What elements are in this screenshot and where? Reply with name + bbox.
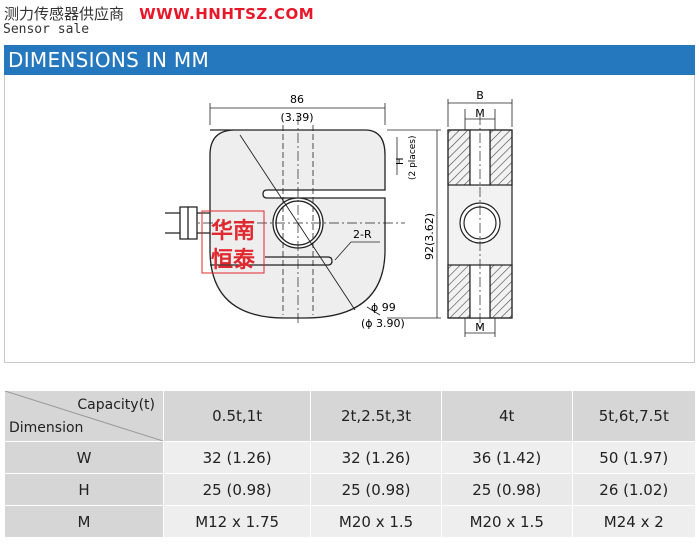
stamp-line-2: 恒泰 [211,247,256,273]
table-row: M M12 x 1.75 M20 x 1.5 M20 x 1.5 M24 x 2 [4,505,697,538]
front-view [165,103,441,325]
corner-diagonal [5,391,163,441]
table-cell: 32 (1.26) [310,441,442,474]
company-stamp: 华南 恒泰 [201,210,265,274]
table-cell: 32 (1.26) [162,441,312,474]
spec-table: Capacity(t) Dimension 0.5t,1t 2t,2.5t,3t… [4,390,697,538]
table-header-row: Capacity(t) Dimension 0.5t,1t 2t,2.5t,3t… [4,390,697,442]
section-banner: DIMENSIONS IN MM [4,45,695,75]
table-cell: M20 x 1.5 [310,505,442,538]
sensor-sale-subtitle: Sensor sale [3,22,90,37]
website-link[interactable]: WWW.HNHTSZ.COM [139,4,315,23]
table-cell: 25 (0.98) [162,473,312,506]
side-m-top-label: M [475,107,485,120]
dim-h-label: H [395,157,406,165]
stamp-line-1: 华南 [211,218,255,244]
diameter-inch-label: (ϕ 3.90) [361,317,405,330]
table-cell: 25 (0.98) [310,473,442,506]
side-view [447,99,513,337]
table-cell: 50 (1.97) [571,441,697,474]
dim-places-label: (2 places) [408,135,418,180]
capacity-col-3: 4t [440,390,573,442]
radius-label: 2-R [353,228,372,241]
table-cell: M12 x 1.75 [162,505,312,538]
header-line: 测力传感器供应商 WWW.HNHTSZ.COM [4,3,315,24]
dimension-drawing: 86 (3.39) H (2 places) 92(3.62) 2-R ϕ 99… [4,75,695,363]
table-cell: 26 (1.02) [571,473,697,506]
row-label-h: H [4,473,164,506]
row-label-w: W [4,441,164,474]
table-cell: M20 x 1.5 [440,505,573,538]
side-b-label: B [476,89,484,102]
dimension-header: Dimension [9,420,84,436]
diameter-label: ϕ 99 [371,301,396,314]
table-cell: M24 x 2 [571,505,697,538]
capacity-header: Capacity(t) [77,397,155,413]
drawing-svg: 86 (3.39) H (2 places) 92(3.62) 2-R ϕ 99… [165,89,513,337]
row-label-m: M [4,505,164,538]
table-row: H 25 (0.98) 25 (0.98) 25 (0.98) 26 (1.02… [4,473,697,506]
capacity-col-1: 0.5t,1t [162,390,312,442]
table-cell: 25 (0.98) [440,473,573,506]
dim-width-inch-label: (3.39) [280,111,313,124]
table-cell: 36 (1.42) [440,441,573,474]
capacity-col-2: 2t,2.5t,3t [310,390,442,442]
capacity-col-4: 5t,6t,7.5t [571,390,697,442]
company-title: 测力传感器供应商 [4,5,125,23]
dim-height-label: 92(3.62) [423,213,436,260]
dim-width-label: 86 [290,93,304,106]
table-corner-cell: Capacity(t) Dimension [4,390,164,442]
table-row: W 32 (1.26) 32 (1.26) 36 (1.42) 50 (1.97… [4,441,697,474]
side-m-bottom-label: M [475,321,485,334]
